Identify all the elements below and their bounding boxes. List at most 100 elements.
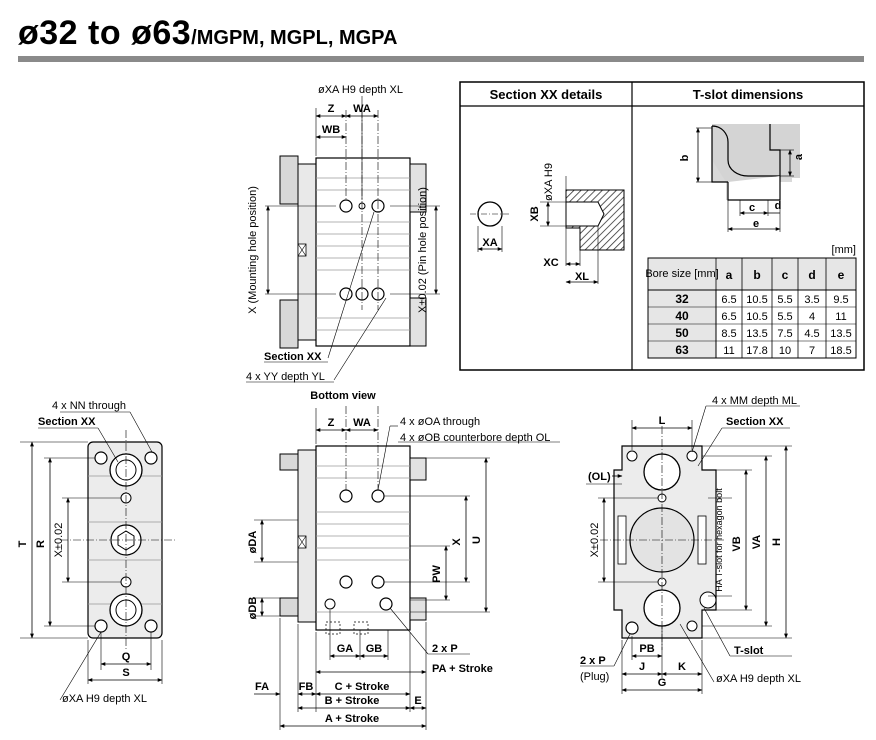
right-view: L 4 x MM depth ML Section XX (OL) X±0.02… [580, 395, 801, 694]
right-pb-label: PB [639, 643, 654, 655]
bottom-z-label: Z [328, 103, 335, 115]
tslot-cell: 5.5 [777, 311, 792, 323]
tslot-cell: 3.5 [804, 294, 819, 306]
tslot-cell: 6.5 [721, 294, 736, 306]
bottom-pin-x-label: X±0.02 (Pin hole position) [417, 187, 429, 313]
tslot-row-bore: 40 [675, 309, 689, 323]
tslot-cell: 9.5 [833, 294, 848, 306]
left-q-label: Q [122, 651, 131, 663]
right-ha-label: HA T-slot for hexagon bolt [714, 488, 724, 592]
tslot-cell: 5.5 [777, 294, 792, 306]
section-xa-h9-label: øXA H9 [543, 163, 555, 201]
right-va-label: VA [751, 535, 763, 550]
tslot-e-label: e [753, 218, 759, 230]
bottom-yy-label: 4 x YY depth YL [246, 371, 325, 383]
right-section-xx-label: Section XX [726, 416, 784, 428]
tslot-cell: 7 [809, 345, 815, 357]
front-a-label: A + Stroke [325, 713, 379, 725]
tslot-header-c: c [782, 268, 789, 282]
front-pw-label: PW [431, 565, 443, 583]
right-xa-label: øXA H9 depth XL [716, 673, 801, 685]
section-xl-label: XL [575, 271, 589, 283]
front-p-label: 2 x P [432, 643, 458, 655]
tslot-c-label: c [749, 202, 755, 214]
tslot-cell: 4 [809, 311, 815, 323]
title-rule [18, 56, 864, 62]
section-xb-label: XB [529, 206, 541, 221]
front-fb-label: FB [299, 681, 314, 693]
bottom-view: Z WA WB øXA H9 depth XL X (Mounting hole… [246, 84, 440, 402]
right-tslot-label: T-slot [734, 645, 764, 657]
tslot-cell: 6.5 [721, 311, 736, 323]
tslot-a-label: a [793, 153, 805, 160]
detail-panel: Section XX details T-slot dimensions XA … [459, 81, 865, 371]
tslot-row-bore: 50 [675, 326, 689, 340]
front-pa-label: PA + Stroke [432, 663, 493, 675]
right-k-label: K [678, 661, 686, 673]
tslot-rows: 32 6.5 10.5 5.5 3.5 9.5 40 6.5 10.5 5.5 4 11 50 8.5 13… [675, 292, 851, 357]
bottom-section-xx-label: Section XX [264, 351, 322, 363]
front-view: Z WA 4 x øOA through 4 x øOB counterbore… [247, 406, 560, 730]
right-h-label: H [771, 538, 783, 546]
right-l-label: L [659, 415, 666, 427]
tslot-cell: 13.5 [830, 328, 851, 340]
tslot-cell: 10 [779, 345, 791, 357]
right-mm-label: 4 x MM depth ML [712, 395, 797, 407]
front-b-label: B + Stroke [325, 695, 380, 707]
bottom-view-caption: Bottom view [310, 390, 376, 402]
front-da-label: øDA [247, 531, 259, 554]
tslot-cell: 10.5 [746, 311, 767, 323]
tslot-row-bore: 32 [675, 292, 689, 306]
tslot-drawing: a b c d e [679, 124, 805, 232]
bottom-mount-x-label: X (Mounting hole position) [247, 186, 259, 314]
tslot-cell: 11 [835, 311, 846, 323]
tslot-unit: [mm] [832, 244, 856, 256]
tslot-cell: 4.5 [804, 328, 819, 340]
front-oa-label: 4 x øOA through [400, 416, 480, 428]
left-x-label: X±0.02 [53, 523, 65, 558]
front-u-label: U [471, 536, 483, 544]
tslot-cell: 10.5 [746, 294, 767, 306]
front-gb-label: GB [366, 643, 383, 655]
right-ol-label: (OL) [588, 471, 611, 483]
right-j-label: J [639, 661, 645, 673]
tslot-header-e: e [838, 268, 845, 282]
left-r-label: R [35, 540, 47, 548]
tslot-d-label: d [775, 200, 782, 212]
title-bore: ø32 to ø63 [18, 14, 192, 52]
tslot-header-a: a [726, 268, 733, 282]
right-plug-label: (Plug) [580, 671, 609, 683]
front-db-label: øDB [247, 597, 259, 620]
front-x-label: X [451, 538, 463, 546]
tslot-cell: 13.5 [746, 328, 767, 340]
tslot-cell: 7.5 [777, 328, 792, 340]
title-models: /MGPM, MGPL, MGPA [191, 27, 398, 49]
tslot-heading: T-slot dimensions [693, 87, 804, 102]
page-title: ø32 to ø63/MGPM, MGPL, MGPA [18, 14, 397, 53]
front-ob-label: 4 x øOB counterbore depth OL [400, 432, 550, 444]
tslot-b-label: b [679, 154, 691, 161]
section-xx-heading: Section XX details [490, 87, 603, 102]
front-e-label: E [414, 695, 421, 707]
left-s-label: S [122, 667, 129, 679]
left-view: T R X±0.02 Q S 4 x NN through Section XX… [17, 400, 176, 705]
right-vb-label: VB [731, 536, 743, 551]
tslot-cell: 18.5 [830, 345, 851, 357]
tslot-row-bore: 63 [675, 343, 689, 357]
right-x-label: X±0.02 [589, 523, 601, 558]
section-xc-label: XC [543, 257, 558, 269]
front-wa-label: WA [353, 417, 371, 429]
left-section-xx-label: Section XX [38, 416, 96, 428]
bottom-wb-label: WB [322, 124, 340, 136]
tslot-cell: 8.5 [721, 328, 736, 340]
section-xx-drawing: XA XB øXA H9 XC XL [470, 163, 625, 284]
front-c-label: C + Stroke [335, 681, 390, 693]
left-nn-label: 4 x NN through [52, 400, 126, 412]
section-xa-label: XA [482, 237, 497, 249]
left-t-label: T [17, 540, 29, 547]
front-ga-label: GA [337, 643, 354, 655]
tslot-header-d: d [808, 268, 815, 282]
right-p-label: 2 x P [580, 655, 606, 667]
